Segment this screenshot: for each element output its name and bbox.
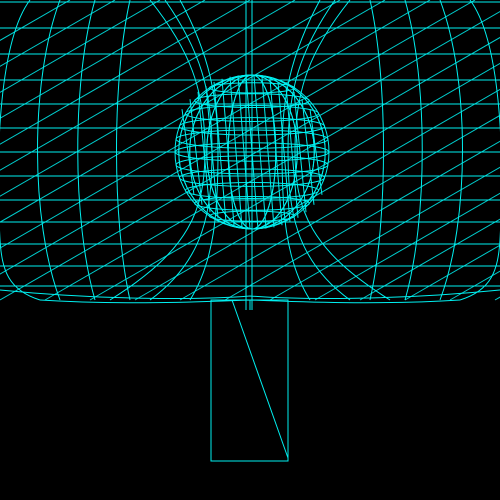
sphere-triangulation-line (285, 86, 299, 218)
body-meridian (369, 0, 384, 301)
body-left-silhouette (0, 0, 41, 301)
stem-box-outline (210, 299, 289, 462)
body-diagonal-line (0, 0, 341, 197)
sphere-triangulation-line (309, 109, 323, 195)
body-diagonal-line (449, 270, 500, 301)
body-hole-curve (287, 0, 351, 301)
sphere-triangulation-line (277, 81, 291, 223)
body-meridian (77, 0, 96, 301)
sphere-latitude (194, 195, 310, 211)
sphere-triangulation-line (221, 78, 235, 226)
sphere-triangulation-line (261, 76, 275, 228)
body-diagonal-line (179, 114, 500, 301)
body-diagonal-line (89, 62, 500, 301)
body-right-silhouette (459, 0, 500, 301)
sphere-latitude (178, 168, 326, 187)
body-diagonal-line (0, 0, 431, 249)
body-meridian (439, 0, 463, 301)
sphere-triangulation-line (269, 78, 283, 226)
sphere-triangulation-line (189, 99, 203, 205)
body-meridian (37, 0, 61, 301)
body-diagonal-line (0, 10, 500, 301)
sphere-triangulation-line (301, 99, 315, 205)
body-diagonal-line (134, 88, 500, 301)
body-diagonal-line (0, 0, 296, 171)
body-diagonal-line (0, 0, 206, 119)
sphere-triangulation-line (213, 81, 227, 223)
body-diagonal-line (44, 36, 500, 301)
sphere-triangulation-line (245, 74, 259, 230)
body-lower-mask (0, 300, 500, 500)
body-diagonal-line (0, 0, 476, 275)
sphere-latitude (184, 104, 320, 123)
body-diagonal-line (0, 0, 386, 223)
sphere-latitude (178, 117, 326, 136)
sphere-triangulation-line (197, 91, 211, 213)
body-meridian (116, 0, 131, 301)
body-diagonal-line (0, 0, 161, 93)
body-diagonal-line (314, 192, 500, 301)
sphere-triangulation-line (205, 86, 219, 218)
body-diagonal-line (269, 166, 500, 301)
stem-box-wireframe (210, 299, 289, 462)
sphere-triangulation-line (253, 75, 267, 229)
sphere-triangulation-line (229, 76, 243, 228)
body-hole-curve (179, 0, 219, 301)
stem-box-diagonal (231, 299, 289, 459)
sphere-latitude (174, 142, 330, 162)
body-hole-curve (281, 0, 321, 301)
body-diagonal-line (359, 218, 500, 301)
outer-body-wireframe (0, 0, 500, 310)
sphere-latitude (194, 93, 310, 109)
sphere-triangulation-line (181, 109, 195, 195)
sphere-triangulation-line (237, 75, 251, 229)
body-meridian (404, 0, 423, 301)
body-diagonal-line (494, 296, 500, 301)
sphere-latitude (208, 82, 296, 94)
sphere-longitude (178, 74, 326, 230)
body-diagonal-line (404, 244, 500, 301)
body-bottom-outline (0, 289, 500, 299)
body-diagonal-line (0, 0, 251, 145)
center-sphere-wireframe (174, 74, 330, 230)
body-diagonal-line (224, 140, 500, 301)
sphere-triangulation-line (293, 91, 307, 213)
sphere-latitude (184, 181, 320, 200)
body-diagonal-line (0, 0, 116, 67)
sphere-latitude (208, 210, 296, 222)
body-hole-curve (109, 0, 206, 301)
body-hole-curve (294, 0, 391, 301)
